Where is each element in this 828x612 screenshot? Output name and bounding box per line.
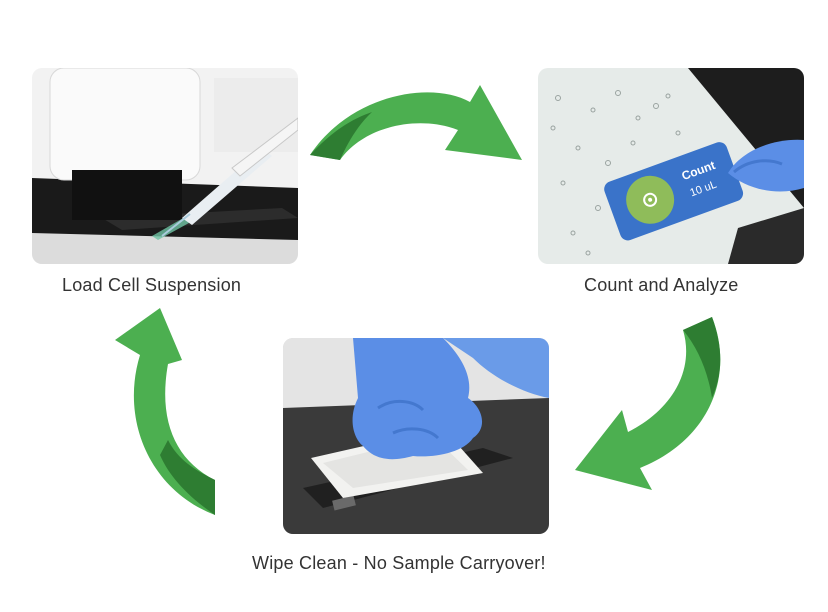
step-caption-count: Count and Analyze: [584, 275, 739, 295]
step-caption-load: Load Cell Suspension: [62, 275, 242, 295]
left-arrow-icon: [115, 308, 215, 515]
right-arrow-icon: [575, 317, 721, 490]
top-arrow-icon: [310, 85, 522, 160]
step-caption-wipe: Wipe Clean - No Sample Carryover!: [252, 553, 546, 573]
count-and-analyze-photo: Count 10 uL: [538, 68, 804, 264]
wipe-clean-photo: [283, 338, 549, 534]
load-cell-suspension-photo: [32, 68, 298, 264]
